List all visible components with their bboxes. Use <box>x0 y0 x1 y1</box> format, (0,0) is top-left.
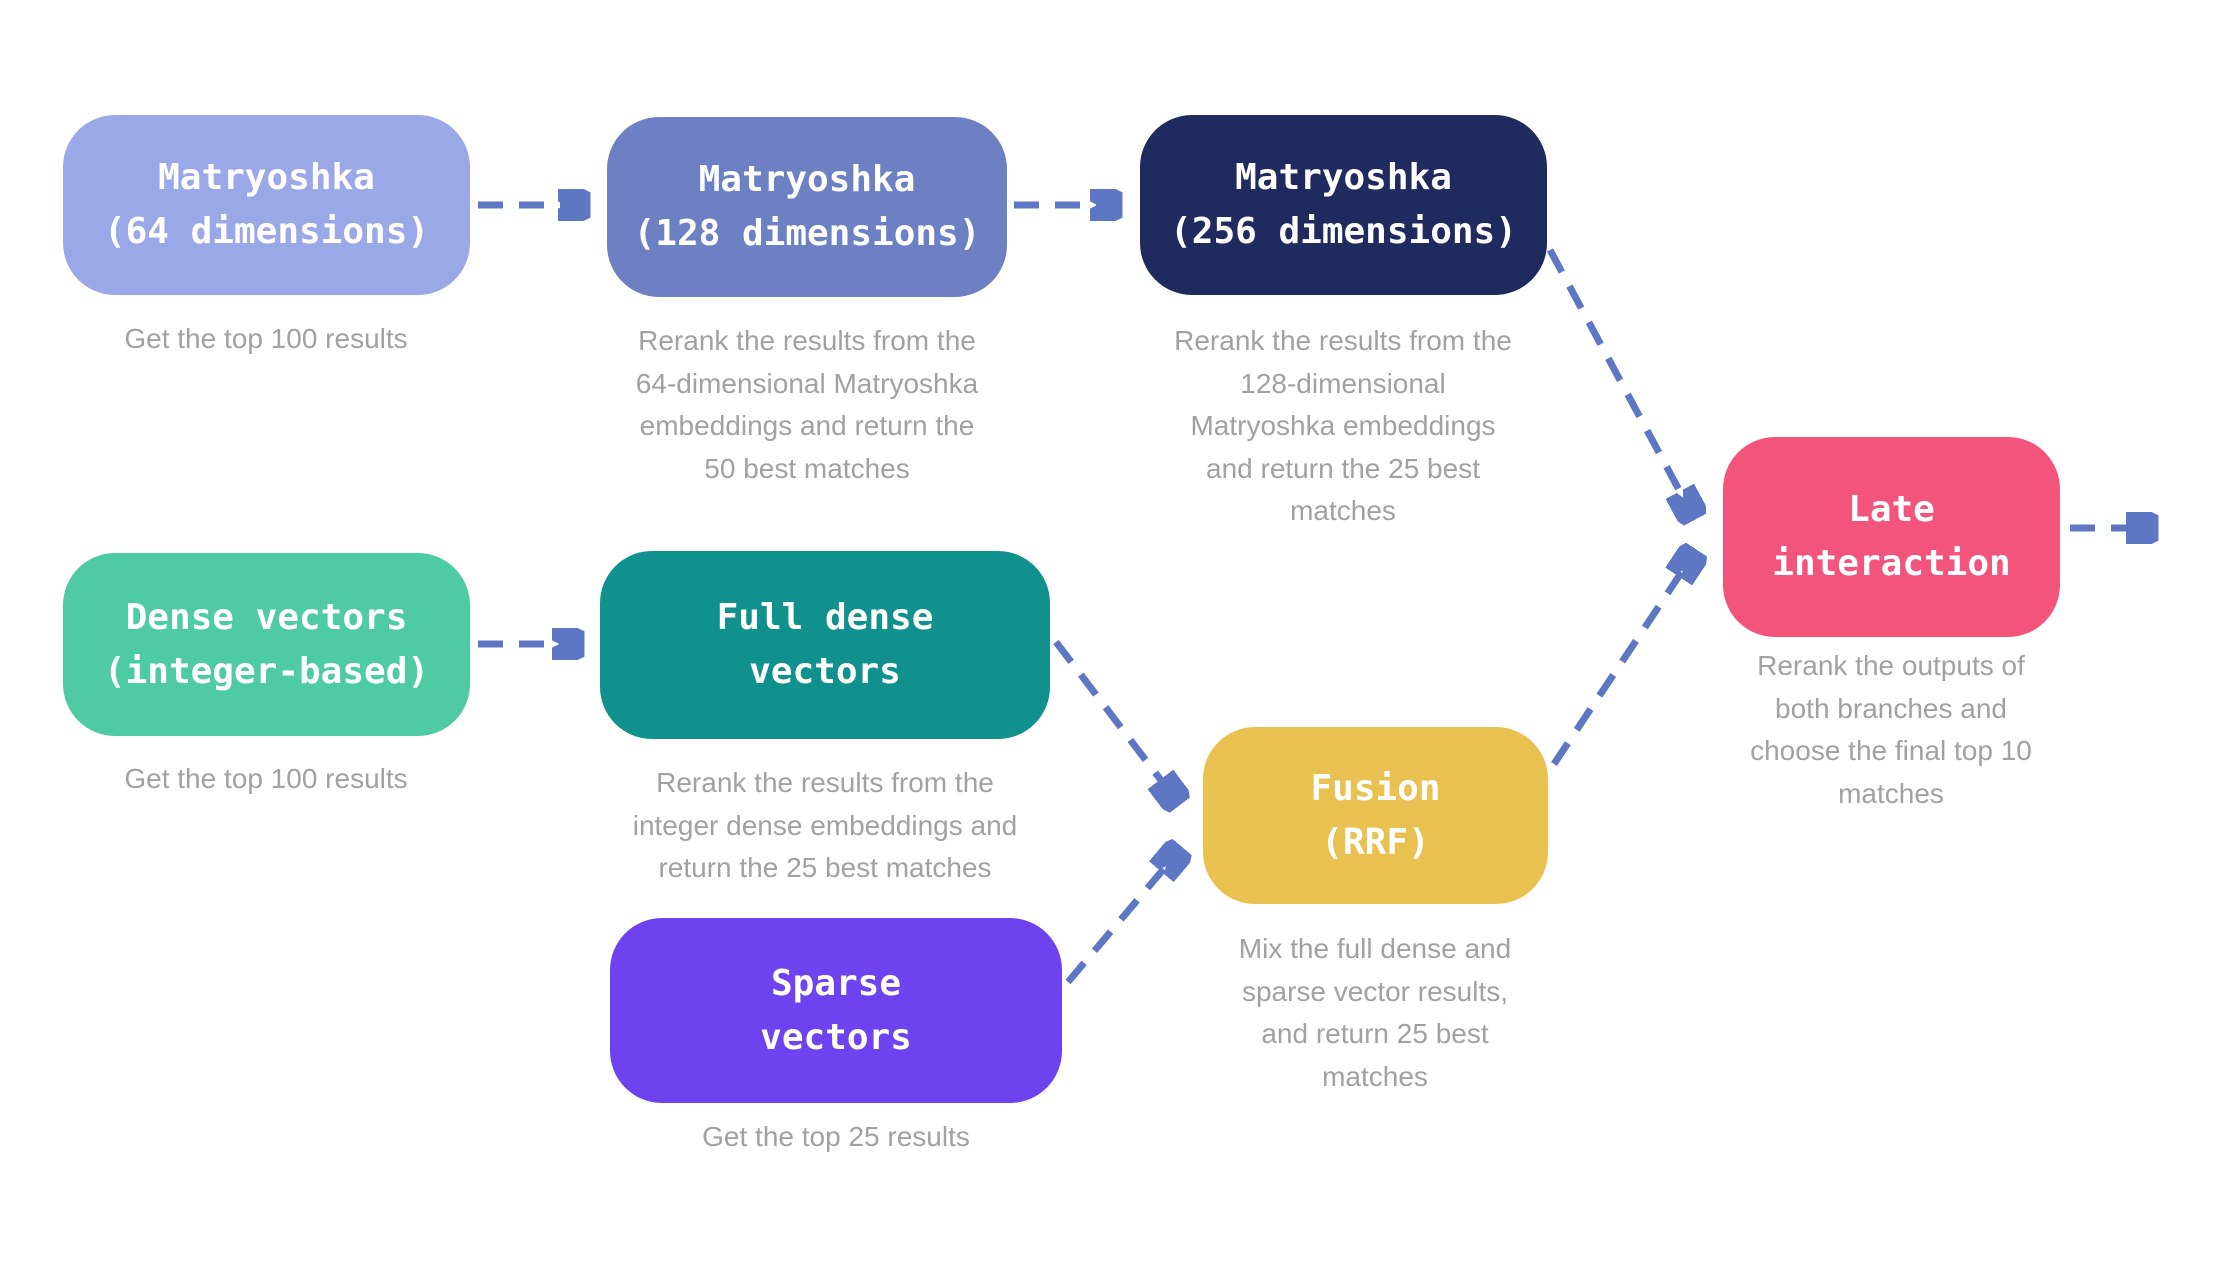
arrow-fusion-to-late <box>1551 555 1693 766</box>
node-fusion-rrf: Fusion (RRF) <box>1203 727 1548 904</box>
node-dense-vectors-label: Dense vectors (integer-based) <box>103 596 430 692</box>
arrow-sparse-to-fusion <box>1065 852 1178 985</box>
node-full-dense-vectors: Full dense vectors <box>600 551 1050 739</box>
caption-full-dense-vectors: Rerank the results from the integer dens… <box>632 767 1018 884</box>
arrow-m256-to-late <box>1546 248 1692 514</box>
node-full-dense-vectors-label: Full dense vectors <box>716 597 934 692</box>
node-matryoshka-256-label: Matryoshka (256 dimensions) <box>1170 157 1517 252</box>
node-matryoshka-128: Matryoshka (128 dimensions) <box>607 117 1007 297</box>
node-late-interaction: Late interaction <box>1723 437 2060 637</box>
caption-sparse-vectors: Get the top 25 results <box>702 1121 970 1152</box>
node-matryoshka-128-label: Matryoshka (128 dimensions) <box>633 159 981 254</box>
node-sparse-vectors-label: Sparse vectors <box>760 962 912 1058</box>
caption-late-interaction: Rerank the outputs of both branches and … <box>1750 650 2032 809</box>
caption-dense-vectors: Get the top 100 results <box>124 763 408 794</box>
caption-matryoshka-256: Rerank the results from the 128-dimensio… <box>1174 325 1512 527</box>
node-matryoshka-256: Matryoshka (256 dimensions) <box>1140 115 1547 295</box>
node-matryoshka-64-label: Matryoshka (64 dimensions) <box>103 157 430 252</box>
node-matryoshka-64: Matryoshka (64 dimensions) <box>63 115 470 295</box>
caption-matryoshka-128: Rerank the results from the 64-dimension… <box>635 325 979 484</box>
node-late-interaction-label: Late interaction <box>1772 489 2011 584</box>
node-dense-vectors: Dense vectors (integer-based) <box>63 553 470 736</box>
caption-matryoshka-64: Get the top 100 results <box>124 323 408 354</box>
node-sparse-vectors: Sparse vectors <box>610 918 1062 1103</box>
arrow-fulldense-to-fusion <box>1053 639 1176 800</box>
node-fusion-rrf-label: Fusion (RRF) <box>1310 767 1441 863</box>
caption-fusion-rrf: Mix the full dense and sparse vector res… <box>1238 933 1512 1092</box>
